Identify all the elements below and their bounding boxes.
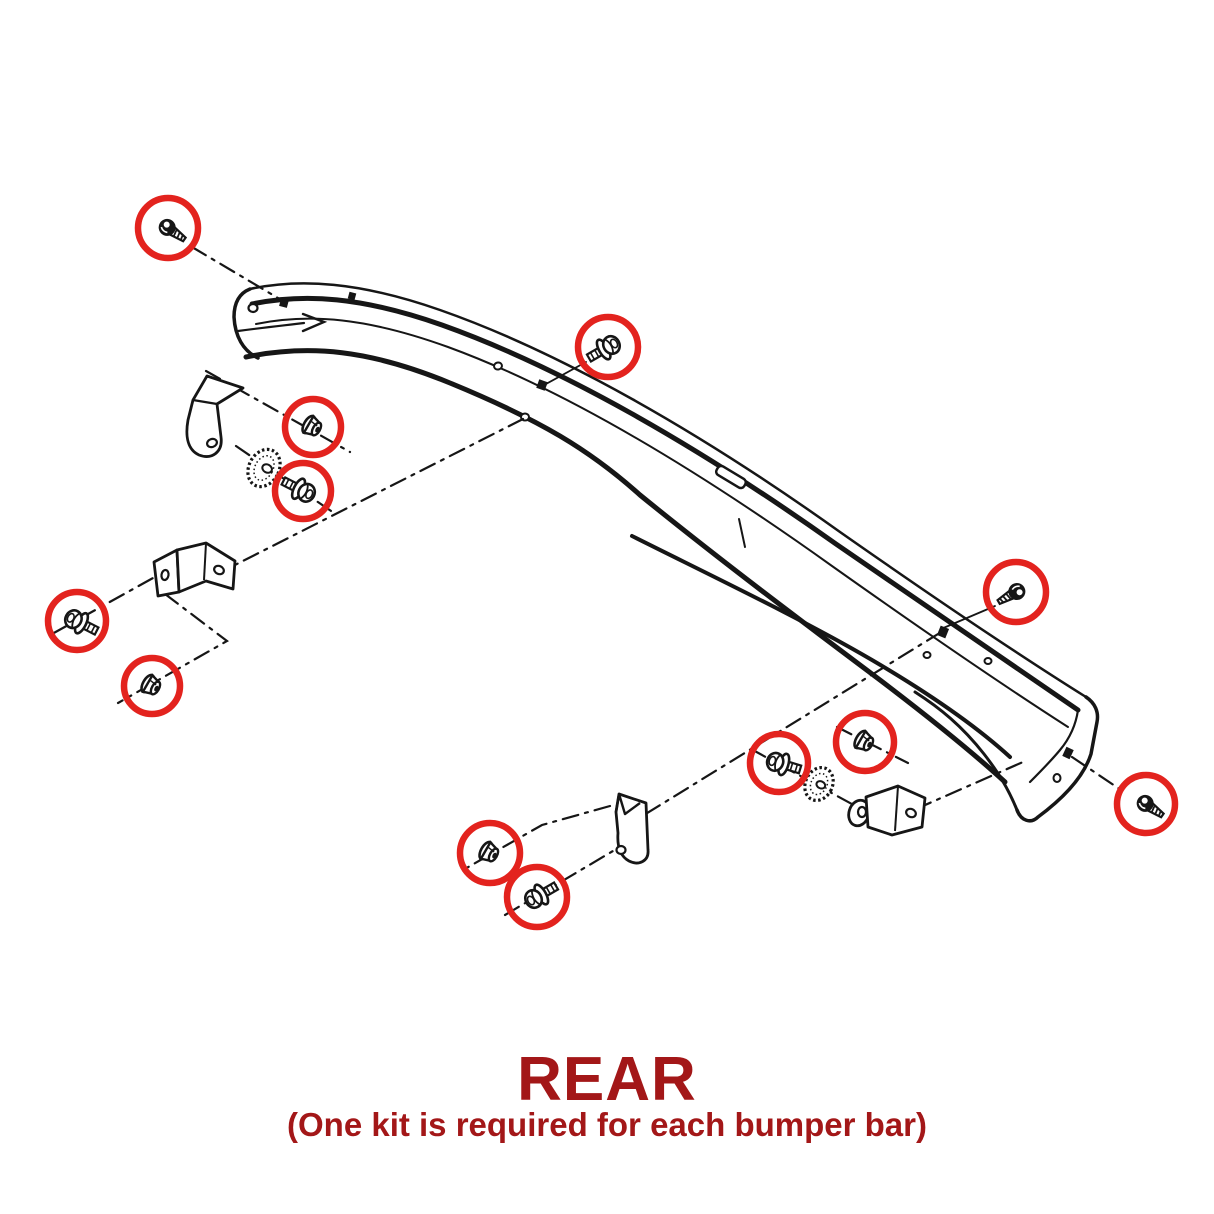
- highlight-circle: [120, 654, 184, 718]
- leader-line: [231, 417, 525, 568]
- fastener-nut-icon: [832, 709, 898, 775]
- fastener-nut-icon: [456, 819, 524, 887]
- highlight-circle: [134, 194, 202, 262]
- square-mounting-hole: [347, 291, 357, 301]
- bracket-hole: [160, 568, 170, 582]
- bracket-upper-left: [185, 374, 245, 458]
- leader-line: [204, 369, 352, 454]
- square-mounting-hole: [936, 625, 950, 639]
- bracket-right: [847, 784, 927, 837]
- leader-line-thin: [545, 361, 587, 385]
- highlight-circle: [281, 395, 345, 459]
- leader-line: [190, 245, 285, 303]
- mounting-hole: [1052, 773, 1062, 783]
- bumper-slot: [714, 464, 748, 490]
- leader-line: [749, 747, 863, 811]
- fastener-screw-icon: [134, 194, 202, 262]
- highlight-circle: [746, 730, 812, 796]
- left-cap-crease: [236, 321, 306, 333]
- bracket-hole: [905, 807, 917, 819]
- fastener-nut-icon: [281, 395, 345, 459]
- bracket-lower-left: [152, 541, 237, 598]
- mounting-brackets: [152, 374, 927, 865]
- bumper-bottom-flange-edge: [630, 534, 1012, 759]
- bumper-crease-line: [255, 317, 1069, 728]
- leader-line: [914, 760, 1025, 811]
- circled-fasteners: [44, 194, 1179, 931]
- leader-line: [116, 592, 229, 705]
- leader-line: [1070, 755, 1126, 794]
- bracket-hole: [856, 805, 868, 819]
- right-end-cap: [1015, 695, 1100, 823]
- square-mounting-hole: [536, 379, 548, 391]
- highlight-circle: [982, 558, 1050, 626]
- left-cap-chevron: [301, 312, 328, 333]
- bumper-top-edge: [249, 295, 1081, 713]
- mounting-hole: [247, 302, 259, 314]
- bumper-bar-drawing: [232, 282, 1100, 823]
- mid-step-crease: [738, 518, 746, 548]
- lock-washer: [803, 765, 835, 803]
- bracket-bottom-middle: [614, 792, 650, 865]
- highlight-circle: [503, 863, 571, 931]
- highlight-circle: [271, 459, 335, 523]
- bracket-hole: [615, 844, 627, 856]
- mounting-hole: [493, 361, 503, 371]
- fastener-bolt-icon: [44, 588, 110, 654]
- bumper-top-outline: [248, 282, 1088, 699]
- highlight-circle: [44, 588, 110, 654]
- lock-washers: [246, 447, 835, 803]
- highlight-circle: [832, 709, 898, 775]
- highlight-circle: [456, 819, 524, 887]
- mounting-hole: [922, 651, 932, 659]
- mounting-hole: [983, 657, 993, 665]
- fastener-bolt-icon: [574, 313, 642, 381]
- lock-washer: [246, 447, 282, 489]
- fastener-bolt-icon: [271, 459, 335, 523]
- fastener-nut-icon: [120, 654, 184, 718]
- bracket-hole: [206, 437, 218, 449]
- fastener-screw-icon: [1113, 771, 1179, 837]
- fastener-bolt-icon: [746, 730, 812, 796]
- highlight-circle: [1113, 771, 1179, 837]
- right-end-inner-line: [1028, 708, 1080, 784]
- leader-line: [50, 571, 164, 636]
- left-end-cap: [232, 287, 260, 360]
- bumper-lower-edge: [243, 348, 1008, 785]
- right-beak-inner-edge: [913, 690, 1019, 812]
- fastener-bolt-icon: [503, 863, 571, 931]
- bracket-hole: [213, 564, 225, 576]
- square-mounting-hole: [1062, 746, 1074, 760]
- highlight-circle: [574, 313, 642, 381]
- leader-line-thin: [940, 605, 996, 630]
- fastener-screw-icon: [982, 558, 1050, 626]
